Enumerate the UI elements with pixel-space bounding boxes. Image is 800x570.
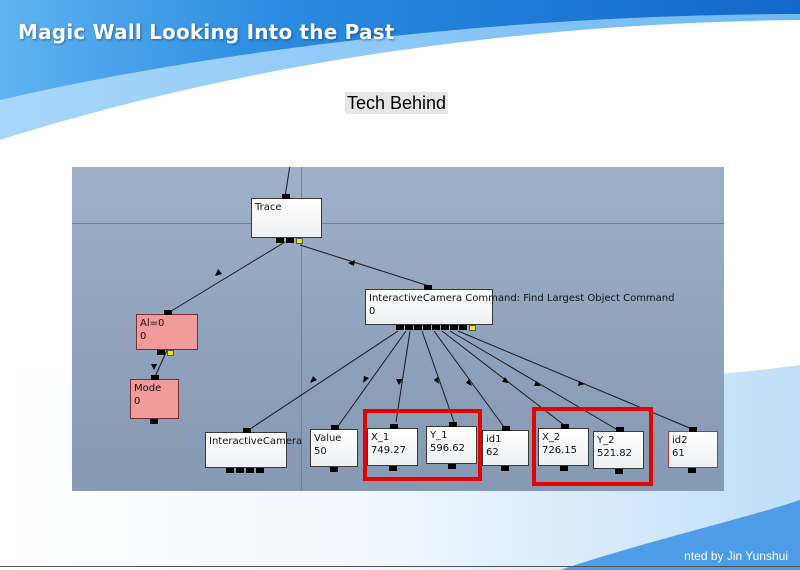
node-al-value: 0 <box>140 331 147 342</box>
node-id1[interactable]: id1 62 <box>482 426 529 471</box>
footer-presenter: nted by Jin Yunshui <box>684 549 788 563</box>
node-interactive-camera-label: InteractiveCamera <box>209 436 303 447</box>
node-y1-label: Y_1 <box>430 430 448 441</box>
node-id1-value: 62 <box>486 447 499 458</box>
node-value-label: Value <box>314 433 342 444</box>
footer-divider <box>0 566 800 567</box>
node-al-label: Al=0 <box>140 318 165 329</box>
highlight-box-point1 <box>363 409 482 481</box>
node-mode-value: 0 <box>134 396 141 407</box>
node-value-y1: 596.62 <box>430 443 465 454</box>
node-id2-value: 61 <box>672 448 685 459</box>
node-trace-label: Trace <box>255 202 282 213</box>
highlight-box-point2 <box>532 407 653 486</box>
node-camera-command-value: 0 <box>369 306 376 317</box>
node-al[interactable]: Al=0 0 <box>136 310 198 356</box>
node-y2-value: 521.82 <box>597 448 632 459</box>
node-x1-label: X_1 <box>371 432 390 443</box>
node-x2[interactable]: X_2 726.15 <box>538 424 589 471</box>
node-y2-label: Y_2 <box>597 435 615 446</box>
guide-line-horizontal <box>72 223 724 224</box>
slide-subtitle: Tech Behind <box>345 92 449 114</box>
node-x2-label: X_2 <box>542 432 561 443</box>
node-y1[interactable]: Y_1 596.62 <box>426 422 477 469</box>
node-id1-label: id1 <box>486 434 502 445</box>
node-camera-command[interactable]: InteractiveCamera Command: Find Largest … <box>365 285 675 331</box>
output-flag-icon <box>167 350 174 356</box>
output-flag-icon <box>469 325 476 331</box>
node-x2-value: 726.15 <box>542 445 577 456</box>
node-id2[interactable]: id2 61 <box>668 427 718 473</box>
node-trace[interactable]: Trace <box>251 194 322 244</box>
slide-title: Magic Wall Looking Into the Past <box>18 20 395 44</box>
output-flag-icon <box>296 238 303 244</box>
guide-line-vertical <box>301 167 302 491</box>
node-value[interactable]: Value 50 <box>310 425 358 472</box>
node-x1[interactable]: X_1 749.27 <box>367 424 418 471</box>
node-mode[interactable]: Mode 0 <box>130 375 179 424</box>
node-mode-label: Mode <box>134 383 162 394</box>
node-id2-label: id2 <box>672 435 688 446</box>
node-interactive-camera[interactable]: InteractiveCamera <box>205 428 303 473</box>
node-camera-command-label: InteractiveCamera Command: Find Largest … <box>369 293 675 304</box>
node-x1-value: 749.27 <box>371 445 406 456</box>
node-graph-panel: Trace Al=0 0 Mode 0 InteractiveCamera Co… <box>72 167 724 491</box>
node-y2[interactable]: Y_2 521.82 <box>593 427 644 474</box>
node-value-value: 50 <box>314 446 327 457</box>
